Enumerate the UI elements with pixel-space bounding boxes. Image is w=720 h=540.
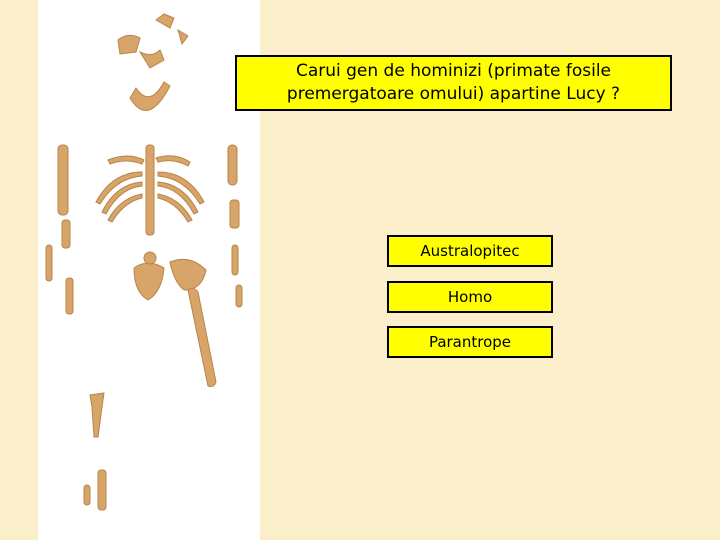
question-line-2: premergatoare omului) apartine Lucy ? <box>286 84 621 104</box>
question-box: Carui gen de hominizi (primate fosile pr… <box>235 55 672 111</box>
answer-button-homo[interactable]: Homo <box>387 281 553 313</box>
question-line-1: Carui gen de hominizi (primate fosile <box>295 61 612 81</box>
answer-label: Homo <box>447 288 493 306</box>
answer-label: Australopitec <box>420 242 520 260</box>
question-text: Carui gen de hominizi (primate fosile pr… <box>287 60 620 106</box>
answer-button-parantrope[interactable]: Parantrope <box>387 326 553 358</box>
skeleton-image-panel <box>38 0 260 540</box>
answer-button-australopitec[interactable]: Australopitec <box>387 235 553 267</box>
lucy-skeleton-image <box>45 13 243 511</box>
answer-label: Parantrope <box>428 333 512 351</box>
